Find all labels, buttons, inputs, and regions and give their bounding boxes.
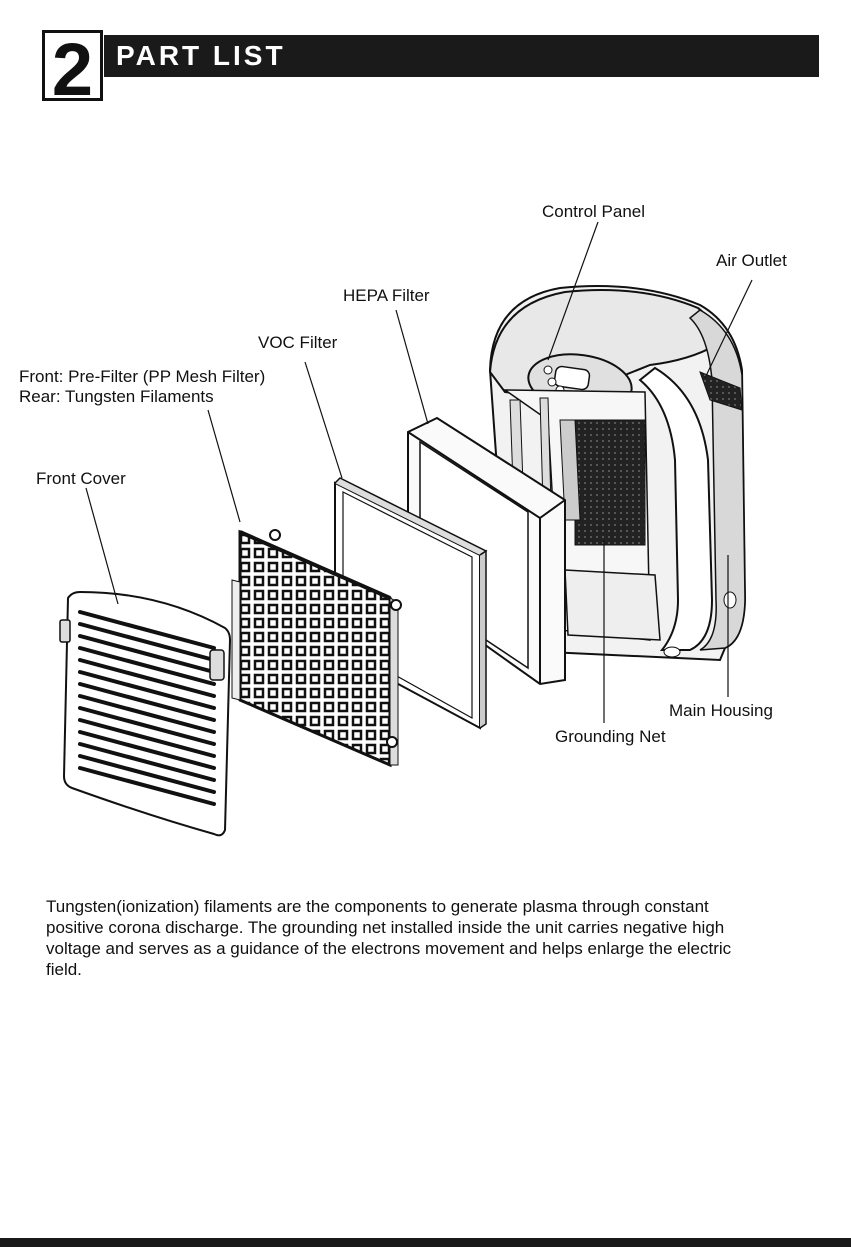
- label-pre-filter-rear: Rear: Tungsten Filaments: [19, 387, 214, 406]
- footer-bar: [0, 1238, 851, 1247]
- section-header-bar: PART LIST: [104, 35, 819, 77]
- label-front-cover: Front Cover: [36, 469, 126, 488]
- label-voc-filter: VOC Filter: [258, 333, 338, 352]
- pre-filter-part: [231, 529, 402, 768]
- label-control-panel: Control Panel: [542, 202, 645, 221]
- section-number: 2: [51, 28, 94, 111]
- label-grounding-net: Grounding Net: [555, 727, 666, 746]
- label-pre-filter-front: Front: Pre-Filter (PP Mesh Filter): [19, 367, 265, 386]
- label-hepa-filter: HEPA Filter: [343, 286, 430, 305]
- label-air-outlet: Air Outlet: [716, 251, 787, 270]
- section-number-box: 2: [42, 28, 103, 111]
- leader-lines: [85, 221, 753, 723]
- section-title: PART LIST: [116, 40, 286, 71]
- label-main-housing: Main Housing: [669, 701, 773, 720]
- front-cover-part: [59, 590, 232, 837]
- description-paragraph: Tungsten(ionization) filaments are the c…: [46, 897, 732, 979]
